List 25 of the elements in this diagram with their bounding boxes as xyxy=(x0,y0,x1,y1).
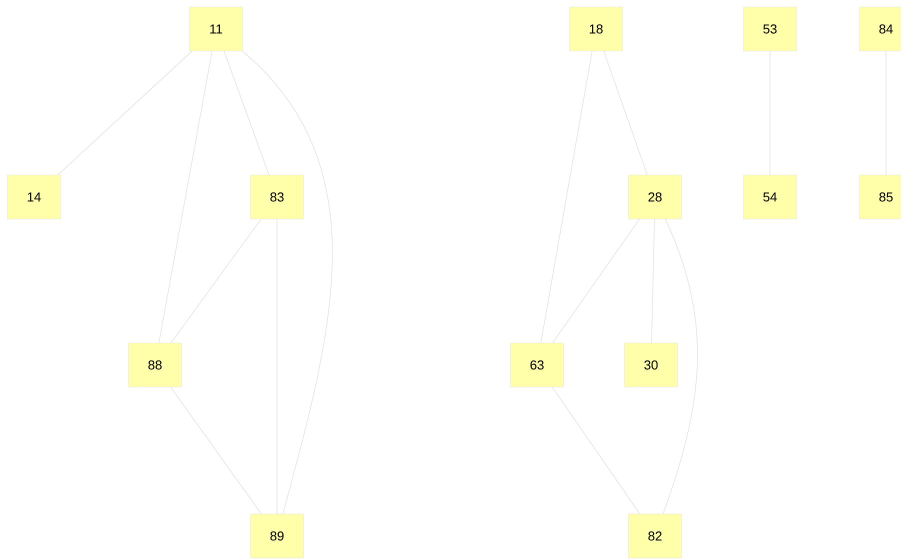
connector-line xyxy=(170,218,262,344)
number-box: 84 xyxy=(859,6,901,52)
number-box: 53 xyxy=(743,6,797,52)
number-box: 83 xyxy=(250,174,304,220)
number-box: 54 xyxy=(743,174,797,220)
number-box: 85 xyxy=(859,174,901,220)
connector-line xyxy=(224,50,270,176)
connector-line xyxy=(662,218,698,514)
connector-line xyxy=(242,50,333,514)
connector-line xyxy=(58,50,192,176)
connector-line xyxy=(540,50,592,344)
connector-line xyxy=(170,386,262,514)
connector-line xyxy=(158,50,212,344)
number-box: 30 xyxy=(624,342,678,388)
number-box: 82 xyxy=(628,514,682,558)
connector-line xyxy=(552,218,640,344)
number-box: 89 xyxy=(250,514,304,558)
connector-line xyxy=(603,50,648,176)
number-box: 88 xyxy=(128,342,182,388)
number-box: 11 xyxy=(189,6,243,52)
connector-line xyxy=(552,386,640,514)
number-box: 63 xyxy=(510,342,564,388)
number-box: 18 xyxy=(569,6,623,52)
number-box: 14 xyxy=(7,174,61,220)
number-box: 28 xyxy=(628,174,682,220)
